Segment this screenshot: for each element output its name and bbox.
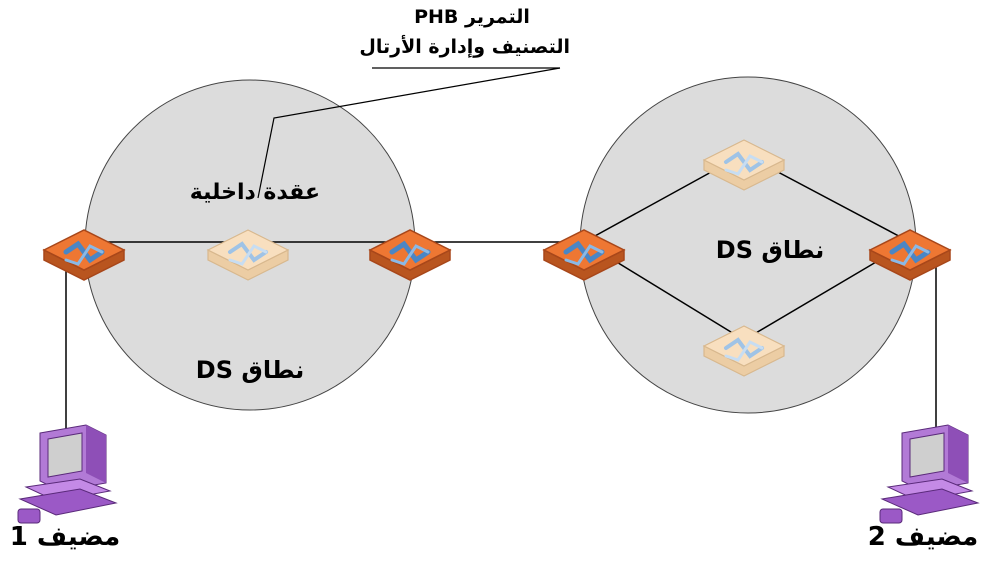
host2-label: مضيف 2 xyxy=(867,522,979,552)
annotation-callout-line xyxy=(257,67,561,199)
annotation-line-1: التمرير PHB xyxy=(414,6,530,28)
host1-computer-icon xyxy=(17,424,118,524)
interior-router-icon xyxy=(206,229,290,281)
left-ds-domain-label: نطاق DS xyxy=(195,356,305,384)
host2-computer-icon xyxy=(879,424,980,524)
boundary-router-icon xyxy=(368,229,452,281)
annotation-line-2: التصنيف وإدارة الأرتال xyxy=(359,36,570,58)
boundary-router-icon xyxy=(542,229,626,281)
boundary-router-icon xyxy=(868,229,952,281)
interior-router-icon xyxy=(702,139,786,191)
host1-label: مضيف 1 xyxy=(9,522,121,552)
interior-node-label: عقدة داخلية xyxy=(189,180,320,205)
boundary-router-icon xyxy=(42,229,126,281)
interior-router-icon xyxy=(702,325,786,377)
right-ds-domain-label: نطاق DS xyxy=(715,236,825,264)
